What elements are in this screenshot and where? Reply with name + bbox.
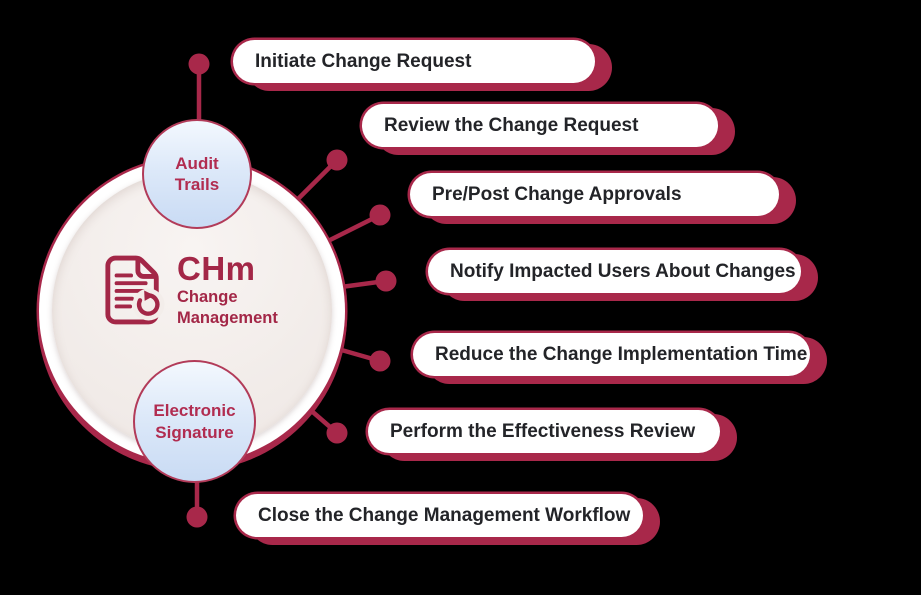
step-close-workflow: Close the Change Management Workflow (236, 494, 643, 537)
bubble-audit-trails: Audit Trails (142, 119, 252, 229)
bubble-electronic-signature-label-line1: Electronic (153, 401, 236, 421)
connector-dot-4 (375, 270, 397, 292)
bubble-electronic-signature-label-line2: Signature (155, 422, 234, 442)
connector-dot-5 (369, 350, 391, 372)
bubble-audit-trails-label-line1: Audit (175, 153, 219, 173)
product-name-line2: Management (177, 309, 278, 328)
step-perform-effectiveness-review: Perform the Effectiveness Review (368, 410, 720, 453)
bubble-audit-trails-label-line2: Trails (174, 175, 220, 194)
connector-dots (186, 53, 397, 528)
step-initiate-change-request: Initiate Change Request (233, 40, 595, 83)
central-text: CHm Change Management (177, 252, 278, 327)
connector-dot-2 (326, 149, 348, 171)
bubble-electronic-signature: Electronic Signature (133, 360, 256, 483)
product-name-line1: Change (177, 288, 238, 306)
central-content: CHm Change Management (103, 252, 278, 327)
connector-dot-7 (186, 506, 208, 528)
connector-dot-1 (188, 53, 210, 75)
step-review-change-request: Review the Change Request (362, 104, 718, 147)
step-pre-post-change-approvals: Pre/Post Change Approvals (410, 173, 779, 216)
connector-dot-3 (369, 204, 391, 226)
connector-dot-6 (326, 422, 348, 444)
step-notify-impacted-users: Notify Impacted Users About Changes (428, 250, 801, 293)
product-code: CHm (177, 250, 256, 287)
document-refresh-icon (105, 255, 165, 325)
step-reduce-implementation-time: Reduce the Change Implementation Time (413, 333, 810, 376)
